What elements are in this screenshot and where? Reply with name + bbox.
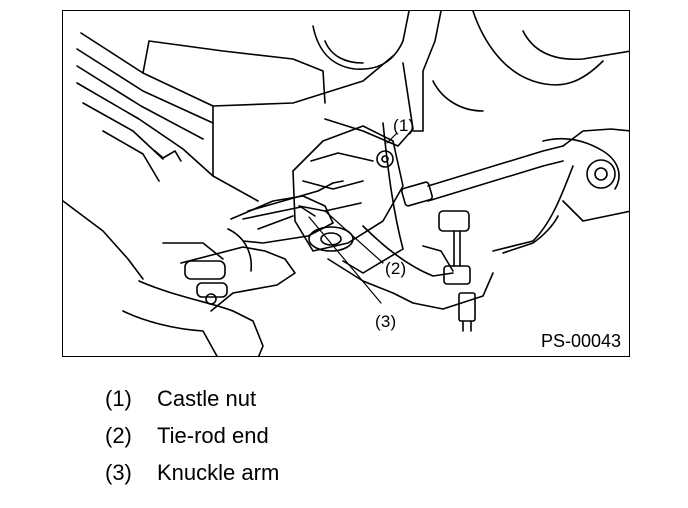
callout-3: (3) xyxy=(375,312,397,331)
legend-label: Knuckle arm xyxy=(157,460,280,485)
leader-knuckle-arm xyxy=(308,216,382,304)
legend-label: Castle nut xyxy=(157,386,257,411)
stabilizer-link-drawing xyxy=(422,210,476,332)
body-panel-drawing xyxy=(63,32,394,280)
legend-number: (2) xyxy=(105,423,132,448)
tie-rod-drawing xyxy=(400,128,629,254)
illustration-frame: (1) (2) (3) PS-00043 xyxy=(62,10,630,357)
legend-item-castle-nut: (1) Castle nut xyxy=(105,386,279,423)
figure-code: PS-00043 xyxy=(540,331,621,351)
legend-number: (3) xyxy=(105,460,132,485)
callout-leaders xyxy=(308,132,398,304)
legend-label: Tie-rod end xyxy=(157,423,269,448)
callout-2: (2) xyxy=(385,259,407,278)
knuckle-drawing xyxy=(292,125,494,310)
legend-item-knuckle-arm: (3) Knuckle arm xyxy=(105,460,279,497)
strut-drawing xyxy=(312,11,629,274)
callout-1: (1) xyxy=(393,116,415,135)
legend-item-tie-rod-end: (2) Tie-rod end xyxy=(105,423,279,460)
leader-tie-rod-end xyxy=(324,210,384,264)
legend-number: (1) xyxy=(105,386,132,411)
leader-castle-nut xyxy=(386,132,398,144)
suspension-illustration xyxy=(63,11,629,356)
legend: (1) Castle nut (2) Tie-rod end (3) Knuck… xyxy=(105,386,279,497)
